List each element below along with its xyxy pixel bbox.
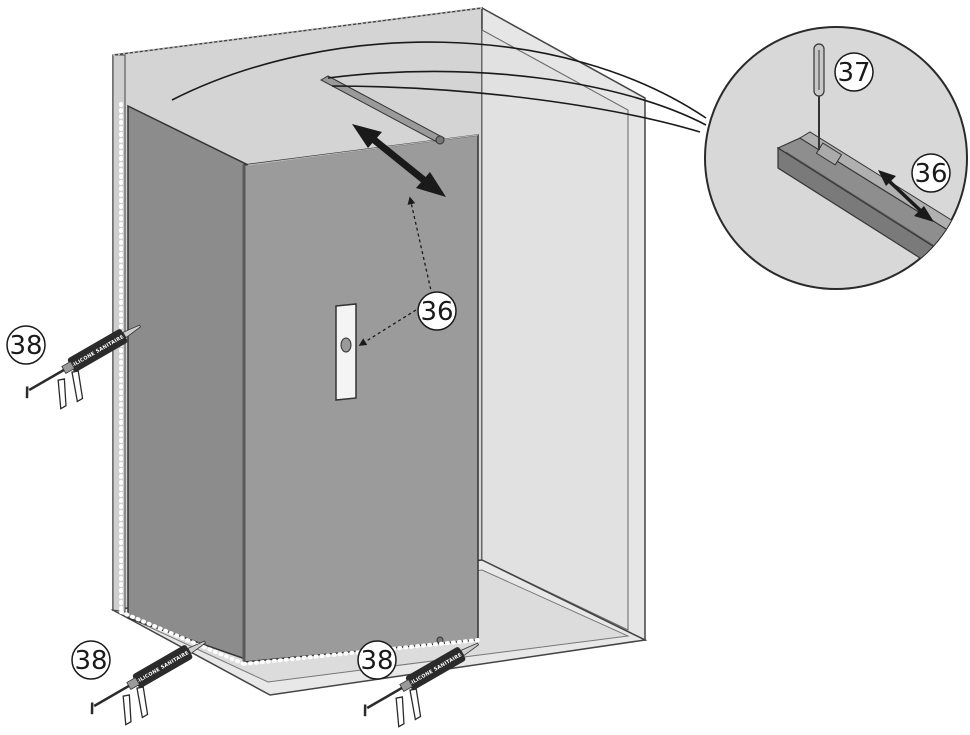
callout-38-bottom-right: 38 (357, 640, 397, 680)
svg-text:36: 36 (420, 297, 453, 327)
detail-adjust-arrow (878, 170, 934, 222)
return-glass-panel (127, 104, 249, 662)
spirit-level-tool (335, 303, 357, 401)
callout-37: 37 (834, 52, 874, 92)
svg-text:38: 38 (74, 646, 107, 676)
detail-connector-swoosh (171, 41, 707, 133)
svg-text:36: 36 (914, 159, 947, 189)
svg-text:38: 38 (360, 646, 393, 676)
silicone-bead-lines (119, 102, 480, 666)
callout-36-main: 36 (417, 291, 457, 331)
callout-36-leaders (358, 196, 433, 346)
detail-magnifier (704, 26, 968, 290)
callout-38-bottom-left: 38 (71, 640, 111, 680)
svg-text:38: 38 (9, 331, 42, 361)
detail-screwdriver (813, 43, 825, 150)
svg-text:37: 37 (837, 58, 870, 88)
adjustment-arrow (352, 124, 446, 197)
callout-38-left: 38 (6, 325, 46, 365)
enclosure-inner-right-wall (481, 29, 629, 631)
svg-text:SILICONE SANITAIRE: SILICONE SANITAIRE (134, 650, 190, 686)
main-glass-panel (243, 134, 479, 663)
callout-36-detail: 36 (911, 153, 951, 193)
stabilizer-bar (319, 75, 446, 644)
